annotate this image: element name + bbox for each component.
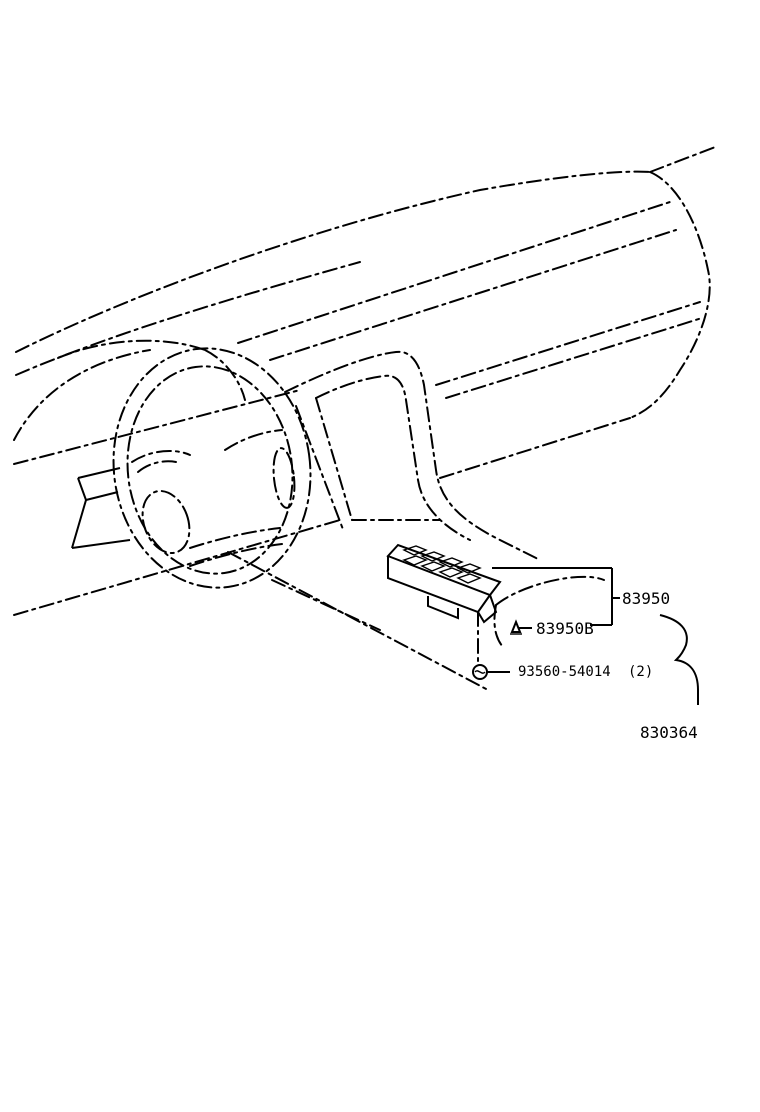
switch-buttons (402, 545, 482, 584)
dashboard-outline (13, 145, 719, 691)
steering-wheel (57, 339, 312, 589)
switch-assembly (386, 543, 502, 624)
part-number-83950: 83950 (622, 589, 671, 608)
figure-code: 830364 (640, 723, 698, 742)
figure-bracket (659, 614, 699, 705)
part-number-93560-54014: 93560-54014 (518, 664, 611, 680)
center-console (284, 350, 541, 561)
screw-icon (472, 664, 488, 680)
leader-lines (477, 567, 620, 673)
fastener-quantity: (2) (628, 664, 654, 680)
part-number-83950b: 83950B (536, 619, 594, 638)
clip-83950b (510, 619, 522, 635)
